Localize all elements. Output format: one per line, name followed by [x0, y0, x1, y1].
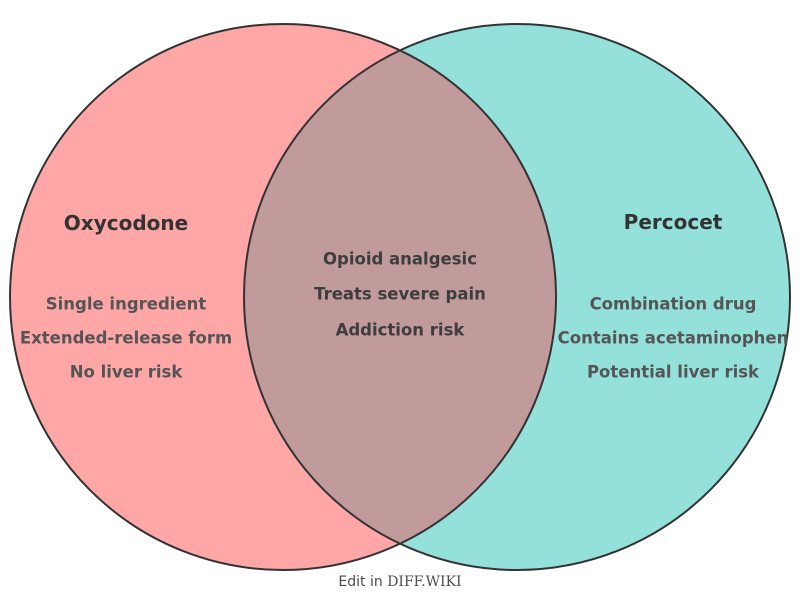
right-set-title: Percocet [624, 210, 723, 234]
edit-in-label: Edit in [338, 574, 388, 590]
overlap-item-2: Treats severe pain [314, 285, 486, 304]
overlap-item-3: Addiction risk [336, 321, 466, 340]
overlap-item-1: Opioid analgesic [323, 250, 477, 269]
left-set-item-2: Extended-release form [20, 329, 232, 348]
overlap-region-fill [244, 24, 556, 570]
right-set-item-2: Contains acetaminophen [558, 329, 789, 348]
edit-in-diffwiki-link[interactable]: Edit in DIFF.WIKI [0, 574, 800, 590]
right-circle-outline [243, 23, 791, 571]
left-set-item-1: Single ingredient [46, 295, 207, 314]
right-set-item-1: Combination drug [590, 295, 757, 314]
left-set-title: Oxycodone [64, 211, 188, 235]
left-set-item-3: No liver risk [70, 363, 184, 382]
diffwiki-brand: DIFF.WIKI [387, 574, 462, 590]
right-set-item-3: Potential liver risk [587, 363, 760, 382]
left-circle-outline [9, 23, 557, 571]
